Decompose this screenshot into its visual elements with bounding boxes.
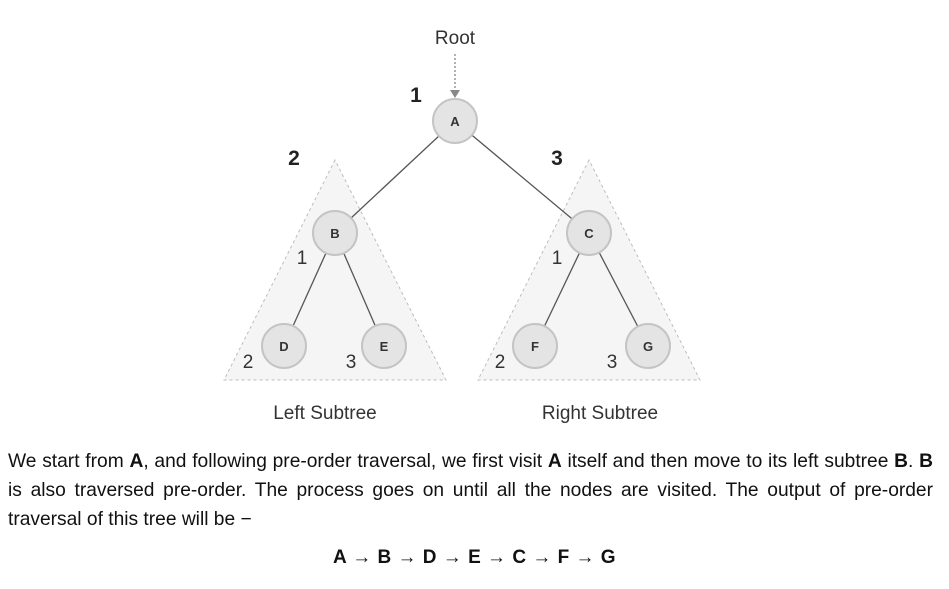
node-c: C	[566, 210, 612, 256]
node-b: B	[312, 210, 358, 256]
node-e-label: E	[380, 339, 389, 354]
order-number-left-subtree: 2	[288, 147, 300, 170]
order-number-g: 3	[607, 352, 618, 373]
right-subtree-caption: Right Subtree	[542, 403, 658, 424]
root-pointer-arrowhead	[450, 90, 460, 98]
description-text: itself and then move to its left subtree	[561, 451, 895, 472]
node-a-label: A	[450, 114, 460, 129]
order-number-e: 3	[346, 352, 357, 373]
description-text: .	[908, 451, 920, 472]
node-a: A	[432, 98, 478, 144]
order-number-f: 2	[495, 352, 506, 373]
node-ref-a: A	[129, 451, 144, 472]
node-f-label: F	[531, 339, 539, 354]
left-subtree-caption: Left Subtree	[273, 403, 377, 424]
node-d: D	[261, 323, 307, 369]
node-b-label: B	[330, 226, 339, 241]
node-ref-b: B	[894, 451, 909, 472]
binary-tree-diagram: Root A B C D E F G 1 2 3 1 2 3 1 2 3	[223, 28, 701, 424]
node-g: G	[625, 323, 671, 369]
edge-a-b	[334, 120, 456, 234]
left-subtree-region	[223, 158, 447, 381]
description-text: , and following pre-order traversal, we …	[143, 451, 548, 472]
order-number-a: 1	[410, 84, 422, 107]
node-g-label: G	[643, 339, 653, 354]
node-ref-a: A	[547, 451, 562, 472]
traversal-description: We start from A, and following pre-order…	[8, 447, 933, 534]
edge-a-c	[454, 120, 590, 234]
traversal-output: A → B → D → E → C → F → G	[332, 547, 617, 568]
node-e: E	[361, 323, 407, 369]
root-label: Root	[435, 28, 476, 49]
description-text: is also traversed pre-order. The process…	[8, 480, 933, 530]
order-number-d: 2	[243, 352, 254, 373]
node-c-label: C	[584, 226, 594, 241]
order-number-right-subtree: 3	[551, 147, 563, 170]
node-f: F	[512, 323, 558, 369]
node-ref-b: B	[919, 451, 933, 472]
order-number-b: 1	[297, 248, 308, 269]
description-text: We start from	[8, 451, 130, 472]
order-number-c: 1	[552, 248, 563, 269]
node-d-label: D	[279, 339, 288, 354]
